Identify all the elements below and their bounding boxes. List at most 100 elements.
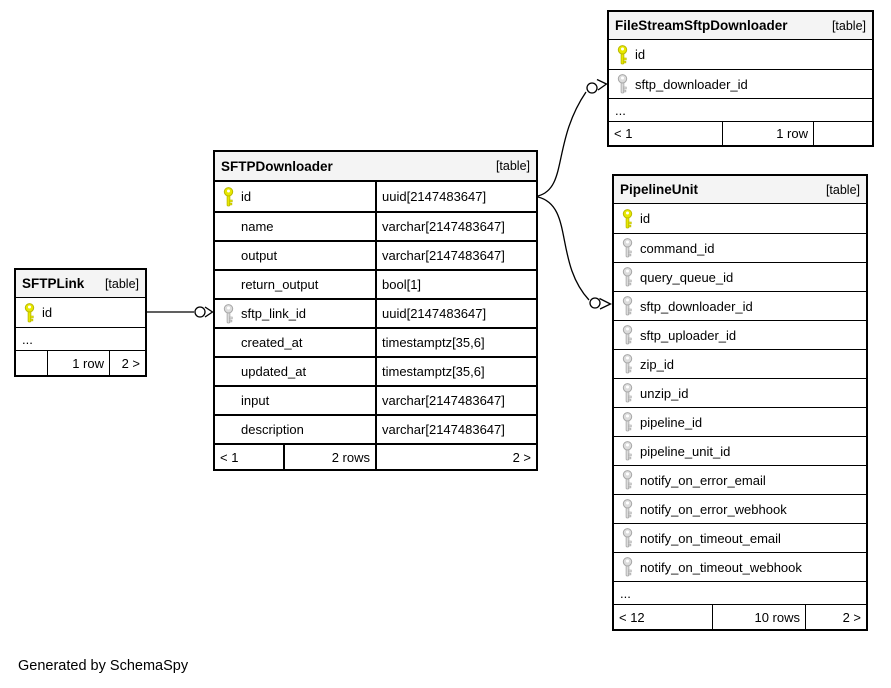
foreign-key-icon xyxy=(614,470,640,490)
foreign-key-icon xyxy=(614,412,640,432)
column-row-pipeline_id[interactable]: pipeline_id xyxy=(614,407,866,436)
column-row-updated_at[interactable]: updated_at timestamptz[35,6] xyxy=(215,356,536,385)
table-tag: [table] xyxy=(831,18,866,33)
column-name: return_output xyxy=(241,277,319,292)
column-name: command_id xyxy=(640,240,715,256)
foreign-key-icon xyxy=(614,528,640,548)
column-row-id[interactable]: id xyxy=(614,204,866,233)
schemaspy-credit: Generated by SchemaSpy xyxy=(18,658,189,674)
column-row-notify_on_timeout_email[interactable]: notify_on_timeout_email xyxy=(614,523,866,552)
edge-sftpdownloader-to-filestreamsftpdownloader xyxy=(537,78,608,197)
column-row-id[interactable]: id xyxy=(16,298,145,327)
footer-row-count: 10 rows xyxy=(712,605,805,629)
primary-key-icon xyxy=(215,186,241,207)
column-name: unzip_id xyxy=(640,385,689,401)
foreign-key-icon xyxy=(215,303,241,324)
table-pipelineunit[interactable]: PipelineUnit [table] id command_id query_q… xyxy=(612,174,868,631)
ellipsis-row: ... xyxy=(614,581,866,604)
table-footer: < 1 2 rows 2 > xyxy=(215,443,536,469)
foreign-key-icon xyxy=(609,74,635,94)
column-type: varchar[2147483647] xyxy=(375,242,536,269)
foreign-key-icon xyxy=(614,238,640,258)
edge-sftplink-to-sftpdownloader xyxy=(147,306,214,318)
column-name: sftp_link_id xyxy=(241,306,307,321)
footer-next-count xyxy=(813,122,872,145)
column-name: sftp_downloader_id xyxy=(640,298,753,314)
column-row-query_queue_id[interactable]: query_queue_id xyxy=(614,262,866,291)
column-rows: id xyxy=(16,298,145,327)
primary-key-icon xyxy=(609,44,635,65)
footer-prev-count: < 12 xyxy=(619,609,645,625)
column-type: varchar[2147483647] xyxy=(375,387,536,414)
table-header[interactable]: PipelineUnit [table] xyxy=(614,176,866,204)
column-row-pipeline_unit_id[interactable]: pipeline_unit_id xyxy=(614,436,866,465)
column-row-sftp_downloader_id[interactable]: sftp_downloader_id xyxy=(609,69,872,98)
column-type: varchar[2147483647] xyxy=(375,213,536,240)
table-title: SFTPDownloader xyxy=(221,158,333,174)
table-filestreamsftpdownloader[interactable]: FileStreamSftpDownloader [table] id sftp_… xyxy=(607,10,874,147)
column-name: notify_on_timeout_email xyxy=(640,530,781,546)
column-row-id[interactable]: id xyxy=(609,40,872,69)
column-name: zip_id xyxy=(640,356,674,372)
edge-sftpdownloader-to-pipelineunit xyxy=(537,196,612,310)
column-name: description xyxy=(241,422,304,437)
column-name: output xyxy=(241,248,278,263)
foreign-key-icon xyxy=(614,296,640,316)
foreign-key-icon xyxy=(614,557,640,577)
table-tag: [table] xyxy=(495,159,530,173)
table-footer: < 1 1 row xyxy=(609,121,872,145)
column-type: timestamptz[35,6] xyxy=(375,329,536,356)
foreign-key-icon xyxy=(614,354,640,374)
column-type: uuid[2147483647] xyxy=(375,182,536,211)
footer-next-count: 2 > xyxy=(109,351,145,375)
column-row-command_id[interactable]: command_id xyxy=(614,233,866,262)
foreign-key-icon xyxy=(614,267,640,287)
column-row-sftp_uploader_id[interactable]: sftp_uploader_id xyxy=(614,320,866,349)
column-type: timestamptz[35,6] xyxy=(375,358,536,385)
column-row-output[interactable]: output varchar[2147483647] xyxy=(215,240,536,269)
column-name: updated_at xyxy=(241,364,307,379)
ellipsis-row: ... xyxy=(609,98,872,121)
column-name: query_queue_id xyxy=(640,269,734,285)
column-row-return_output[interactable]: return_output bool[1] xyxy=(215,269,536,298)
primary-key-icon xyxy=(16,302,42,323)
footer-prev-count: < 1 xyxy=(220,449,239,465)
column-row-input[interactable]: input varchar[2147483647] xyxy=(215,385,536,414)
column-name: input xyxy=(241,393,270,408)
footer-next-count: 2 > xyxy=(375,445,536,469)
table-header[interactable]: FileStreamSftpDownloader [table] xyxy=(609,12,872,40)
table-header[interactable]: SFTPDownloader [table] xyxy=(215,152,536,182)
table-title: FileStreamSftpDownloader xyxy=(615,18,788,33)
table-title: PipelineUnit xyxy=(620,182,699,197)
column-row-unzip_id[interactable]: unzip_id xyxy=(614,378,866,407)
table-footer: 1 row 2 > xyxy=(16,350,145,375)
table-header[interactable]: SFTPLink [table] xyxy=(16,270,145,298)
column-name: notify_on_error_email xyxy=(640,472,766,488)
footer-next-count: 2 > xyxy=(805,605,866,629)
column-type: bool[1] xyxy=(375,271,536,298)
column-name: notify_on_timeout_webhook xyxy=(640,559,802,575)
footer-prev-count: < 1 xyxy=(614,126,633,141)
column-rows: id command_id query_queue_id sftp_downloade… xyxy=(614,204,866,581)
primary-key-icon xyxy=(614,208,640,229)
column-name: id xyxy=(635,47,646,62)
foreign-key-icon xyxy=(614,441,640,461)
column-row-zip_id[interactable]: zip_id xyxy=(614,349,866,378)
column-row-sftp_downloader_id[interactable]: sftp_downloader_id xyxy=(614,291,866,320)
column-row-notify_on_error_email[interactable]: notify_on_error_email xyxy=(614,465,866,494)
column-row-notify_on_timeout_webhook[interactable]: notify_on_timeout_webhook xyxy=(614,552,866,581)
foreign-key-icon xyxy=(614,383,640,403)
column-row-notify_on_error_webhook[interactable]: notify_on_error_webhook xyxy=(614,494,866,523)
table-footer: < 12 10 rows 2 > xyxy=(614,604,866,629)
footer-row-count: 2 rows xyxy=(283,445,375,469)
table-sftplink[interactable]: SFTPLink [table] id ... 1 row 2 > xyxy=(14,268,147,377)
foreign-key-icon xyxy=(614,325,640,345)
footer-row-count: 1 row xyxy=(47,351,109,375)
